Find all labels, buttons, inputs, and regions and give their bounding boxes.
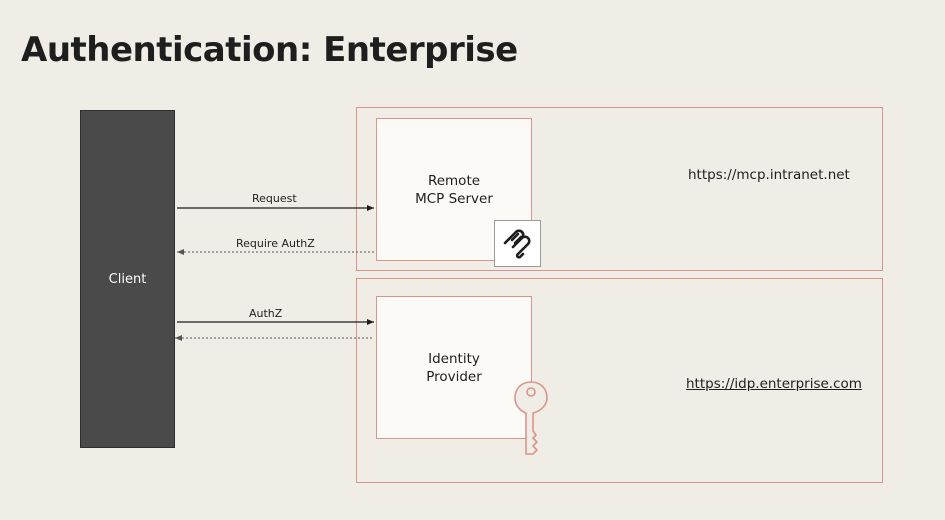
authz-arrow-label: AuthZ [249, 307, 283, 320]
client-box: Client [80, 110, 175, 448]
mcp-logo-icon [494, 220, 541, 267]
request-arrow-label: Request [252, 192, 297, 205]
client-label: Client [108, 271, 147, 287]
require-authz-arrow-label: Require AuthZ [236, 237, 315, 250]
mcp-server-label: Remote MCP Server [415, 172, 493, 207]
identity-provider-box: Identity Provider [376, 296, 532, 439]
identity-provider-url[interactable]: https://idp.enterprise.com [686, 376, 862, 392]
mcp-server-zone [356, 107, 883, 271]
identity-provider-label: Identity Provider [426, 350, 482, 385]
identity-provider-zone [356, 278, 883, 483]
page-title: Authentication: Enterprise [21, 30, 518, 70]
mcp-server-url: https://mcp.intranet.net [688, 167, 850, 183]
key-icon [512, 380, 550, 462]
